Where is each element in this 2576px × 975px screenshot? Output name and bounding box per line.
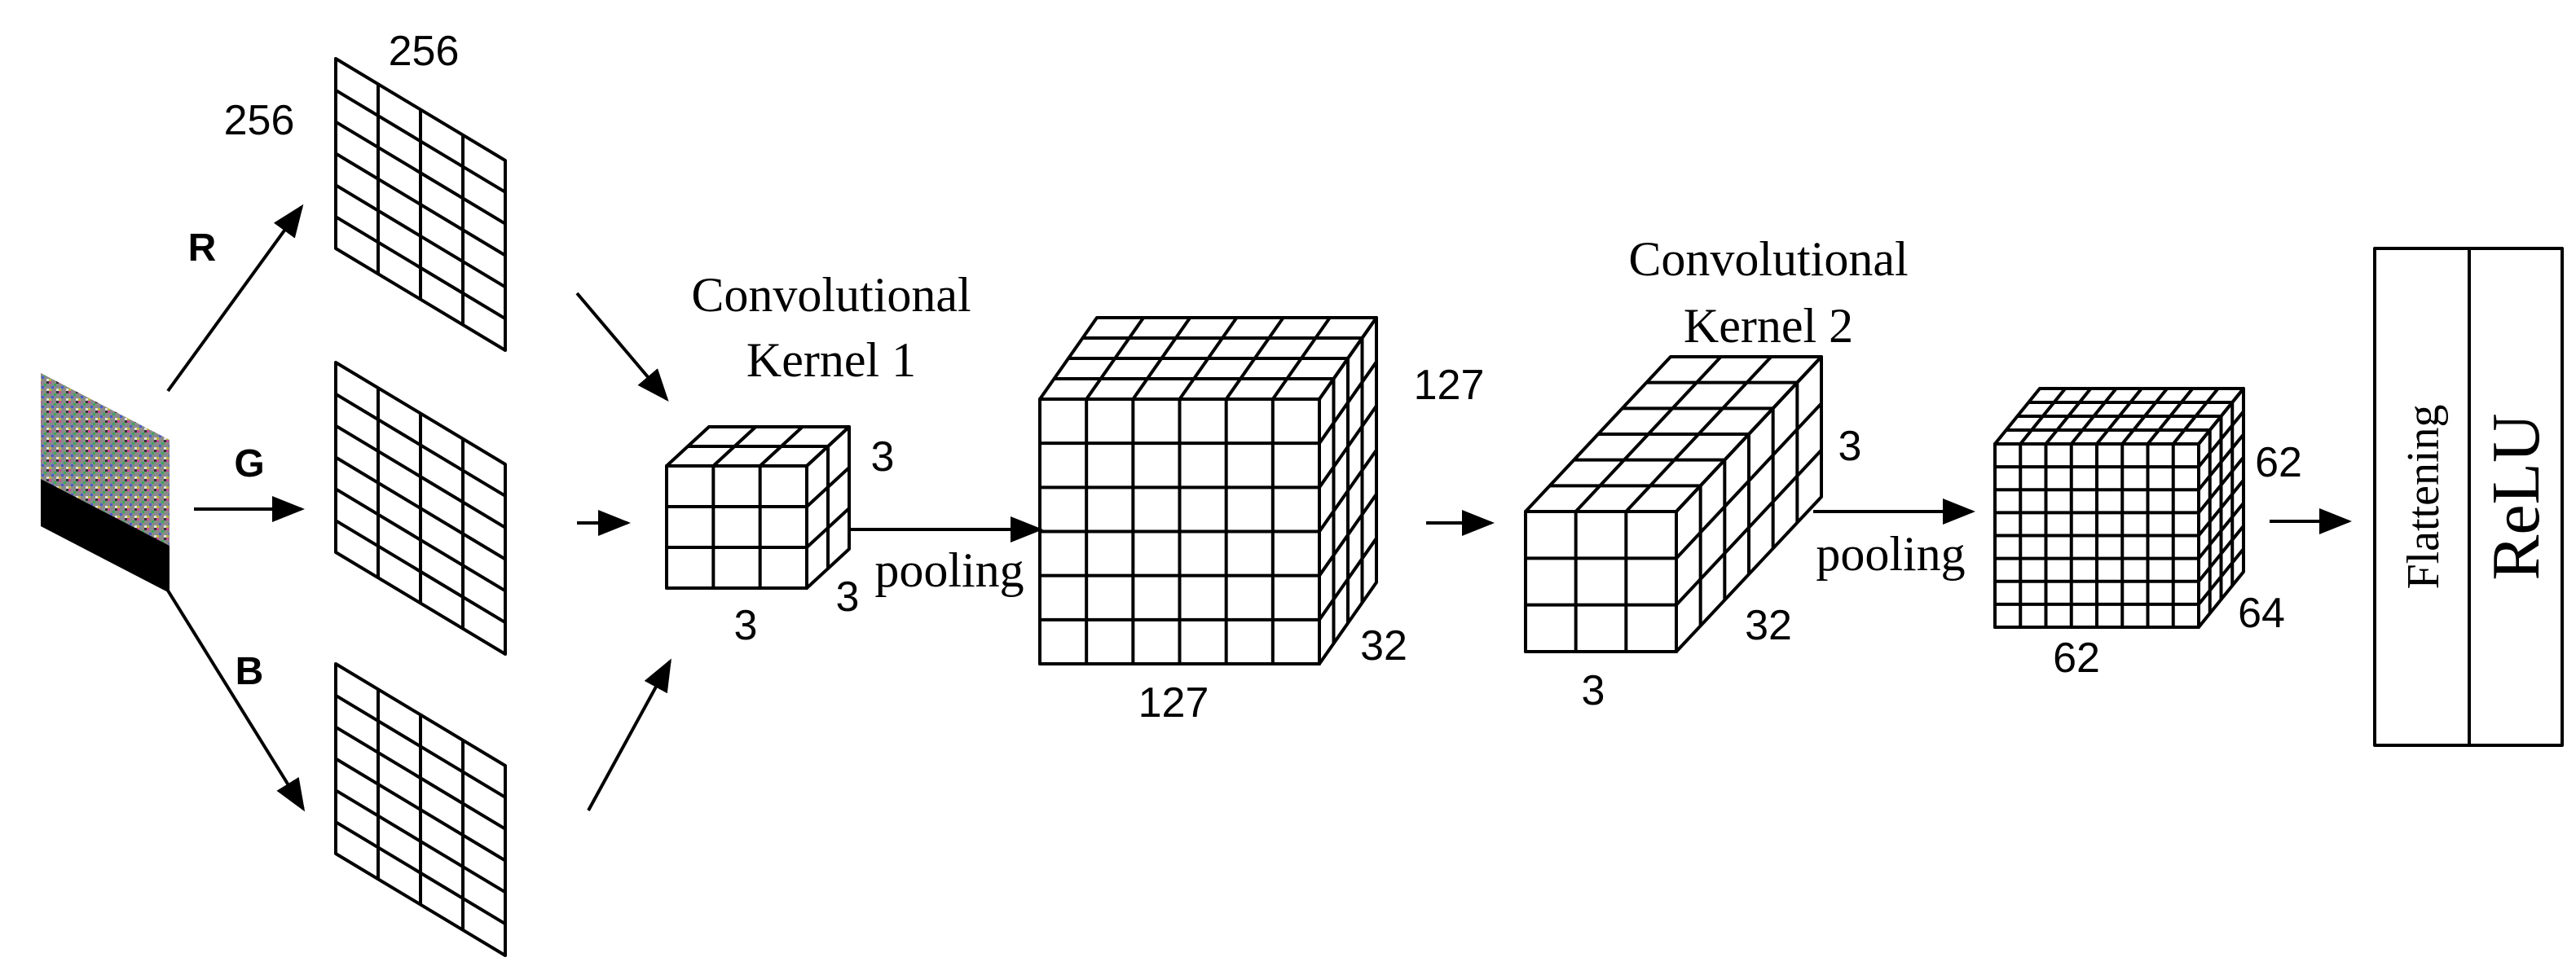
kernel2-side-grid-line [1675,402,1823,560]
kernel2-cube [1524,355,1823,653]
r-channel-map-line [334,89,507,194]
kernel2-front-grid-outline [1524,510,1678,653]
feature2-height-label: 62 [2255,439,2302,486]
b-channel-map-line [334,820,507,925]
arrow-to-b-channel [166,589,306,812]
kernel1-front [665,464,808,590]
feature2-side-grid-line [2197,456,2245,514]
r-channel-map-line [334,120,507,226]
kernel1-depth-label: 3 [836,573,860,621]
kernel2-width-label: 3 [1582,667,1605,714]
feature2-cube [1993,387,2245,629]
feature1-side-grid-line [1318,493,1378,577]
feature2-side-grid-line [2197,410,2245,468]
pooling2-label: pooling [1816,527,1965,581]
kernel2-title-line1: Convolutional [1628,232,1908,286]
arrow-r-to-kernel1 [575,292,669,402]
kernel1-side-grid-line [805,507,851,549]
feature2-side-grid-line [2197,547,2245,606]
b-channel-map-line [334,694,507,799]
kernel1-front-grid-outline [665,464,808,590]
channel-g-label: G [234,442,264,485]
feature2-side-grid-line [2197,479,2245,537]
g-channel-map-line [334,487,507,593]
feature2-side-grid-line [2197,502,2245,560]
r-channel-map-line [334,183,507,289]
relu-label: ReLU [2478,413,2554,580]
g-channel-map-line [334,455,507,561]
feature2-side-grid-line [2197,433,2245,491]
pooling1-label: pooling [874,543,1024,597]
r-channel-map-line [334,215,507,320]
arrow-to-r-channel [166,204,304,393]
feature2-side-grid-outline [2197,387,2245,629]
kernel1-width-label: 3 [734,602,758,649]
kernel2-depth-label: 32 [1745,602,1792,649]
kernel1-side-grid-line [805,466,851,508]
r-channel-map [334,57,507,352]
feature2-depth-label: 64 [2238,590,2285,637]
r-channel-map-line [334,152,507,257]
g-channel-map [334,361,507,656]
kernel2-title-line2: Kernel 2 [1684,299,1853,353]
map-height-label: 256 [224,97,295,144]
input-image [41,373,170,593]
kernel2-front [1524,510,1678,653]
map-width-label: 256 [389,28,460,75]
kernel1-height-label: 3 [871,433,895,481]
feature2-width-label: 62 [2053,635,2100,682]
kernel1-title-line2: Kernel 1 [746,333,916,387]
feature2-side-grid-line [2197,525,2245,583]
arrow-b-to-kernel1 [587,658,672,811]
g-channel-map-line [334,393,507,498]
feature1-side-grid-line [1318,361,1378,445]
g-channel-map-line [334,519,507,624]
b-channel-map-line [334,757,507,863]
g-channel-map-line [334,424,507,529]
kernel1-title-line1: Convolutional [691,268,971,322]
b-channel-map-line [334,788,507,894]
kernel2-height-label: 3 [1838,423,1862,470]
feature1-width-label: 127 [1138,679,1209,727]
feature1-height-label: 127 [1414,362,1485,409]
b-channel-map [334,662,507,957]
channel-r-label: R [188,226,217,270]
feature1-depth-label: 32 [1360,622,1407,670]
b-channel-map-line [334,725,507,831]
flattening-label: Flattening [2398,404,2449,589]
feature1-cube [1038,316,1378,665]
channel-b-label: B [236,650,264,693]
kernel2-side-grid-line [1675,449,1823,607]
kernel1-cube [665,425,851,590]
feature1-side-grid-line [1318,537,1378,621]
feature1-side-grid-line [1318,449,1378,533]
feature1-side-grid-line [1318,405,1378,489]
